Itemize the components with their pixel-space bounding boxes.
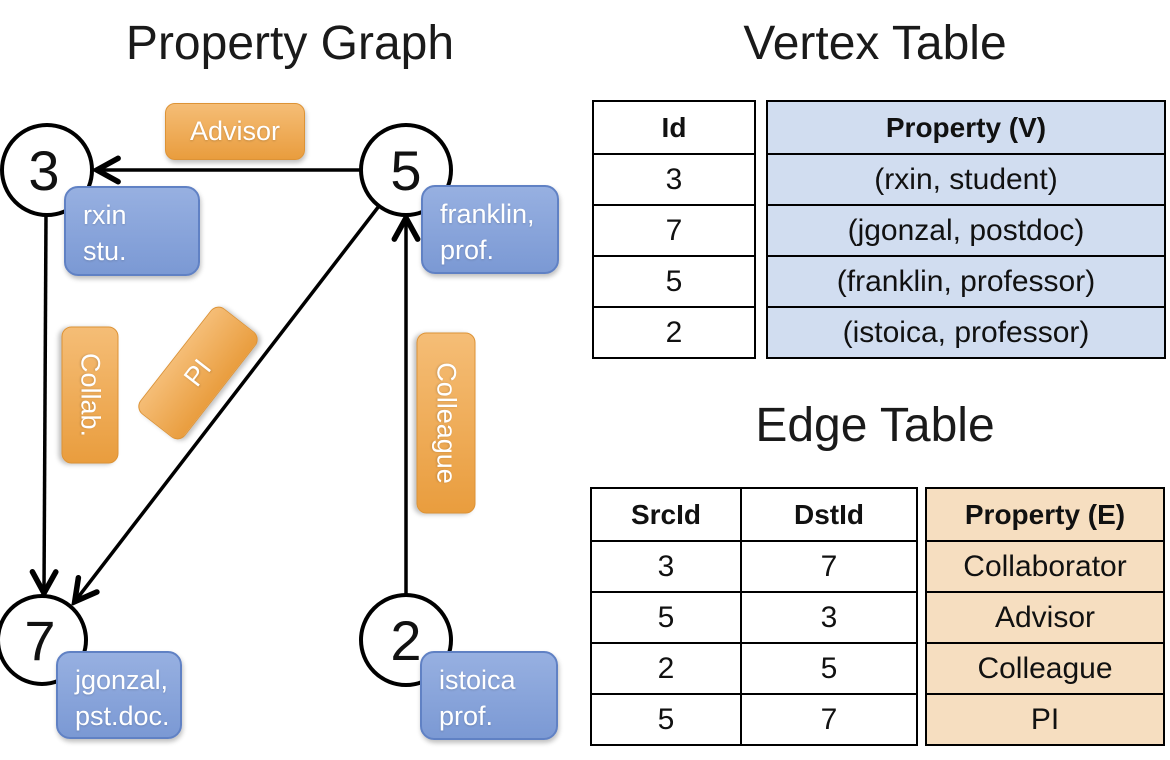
edge-table-dstid-column: DstId 7 3 5 7 [740,489,916,744]
edge-table-cell-property: PI [927,693,1163,744]
vertex-table-property-column: Property (V) (rxin, student) (jgonzal, p… [766,100,1166,359]
edge-table-cell-srcid: 3 [592,540,740,591]
edge-table-cell-dstid: 7 [742,540,916,591]
vertex-label-line: jgonzal, [75,665,169,695]
vertex-table-cell-id: 2 [594,306,754,357]
vertex-table-column-gap [756,100,766,359]
vertex-table-cell-property: (rxin, student) [768,153,1164,204]
edge-table-cell-srcid: 2 [592,642,740,693]
vertex-table-title: Vertex Table [743,17,1007,70]
edge-table-id-columns-group: SrcId 3 5 2 5 DstId 7 3 5 7 [590,487,918,746]
edge-table-header-dstid: DstId [794,498,864,530]
edge-table-cell-srcid: 5 [592,693,740,744]
vertex-table-cell-property: (franklin, professor) [768,255,1164,306]
node-id-5: 5 [390,138,422,202]
edge-table-cell-dstid: 7 [742,693,916,744]
edge-table-cell-dstid: 3 [742,591,916,642]
vertex-table-cell-id: 3 [594,153,754,204]
edge-table-srcid-column: SrcId 3 5 2 5 [592,489,740,744]
edge-table-title: Edge Table [755,399,995,452]
edge-table-cell-property: Collaborator [927,540,1163,591]
edge-collab-arrow-3-to-7 [44,213,46,591]
vertex-property-label-5: franklin, prof. [421,185,559,274]
edge-label-advisor: Advisor [165,103,305,160]
edge-table-cell-dstid: 5 [742,642,916,693]
vertex-property-label-7: jgonzal, pst.doc. [56,651,182,739]
vertex-label-line: pst.doc. [75,700,170,731]
vertex-property-label-3: rxin stu. [64,186,200,276]
vertex-table-id-column: Id 3 7 5 2 [592,100,756,359]
edge-table-property-column: Property (E) Collaborator Advisor Collea… [925,487,1165,746]
edge-label-collab: Collab. [61,326,119,464]
edge-table-column-gap [918,487,925,746]
node-id-7: 7 [24,608,56,672]
vertex-label-line: stu. [83,235,127,266]
node-id-3: 3 [28,138,60,202]
edge-table-cell-property: Colleague [927,642,1163,693]
vertex-table-cell-property: (jgonzal, postdoc) [768,204,1164,255]
edge-table: SrcId 3 5 2 5 DstId 7 3 5 7 Property (E)… [590,487,1165,746]
property-graph-title: Property Graph [125,17,455,70]
vertex-table-header-id: Id [661,111,687,143]
vertex-table-cell-property: (istoica, professor) [768,306,1164,357]
vertex-table-cell-id: 5 [594,255,754,306]
vertex-label-line: franklin, [440,199,535,229]
edge-table-header-srcid: SrcId [630,498,702,530]
node-id-2: 2 [390,608,422,672]
edge-label-colleague: Colleague [416,332,476,514]
vertex-table-header-property: Property (V) [885,111,1047,143]
vertex-label-line: prof. [439,700,494,731]
edge-table-cell-srcid: 5 [592,591,740,642]
vertex-table: Id 3 7 5 2 Property (V) (rxin, student) … [592,100,1166,359]
vertex-label-line: rxin [83,200,127,230]
edge-table-header-property: Property (E) [964,498,1126,530]
vertex-label-line: prof. [440,234,495,265]
edge-pi-arrow-5-to-7 [76,204,381,600]
vertex-property-label-2: istoica prof. [420,651,558,740]
vertex-label-line: istoica [439,665,516,695]
vertex-table-cell-id: 7 [594,204,754,255]
edge-table-cell-property: Advisor [927,591,1163,642]
